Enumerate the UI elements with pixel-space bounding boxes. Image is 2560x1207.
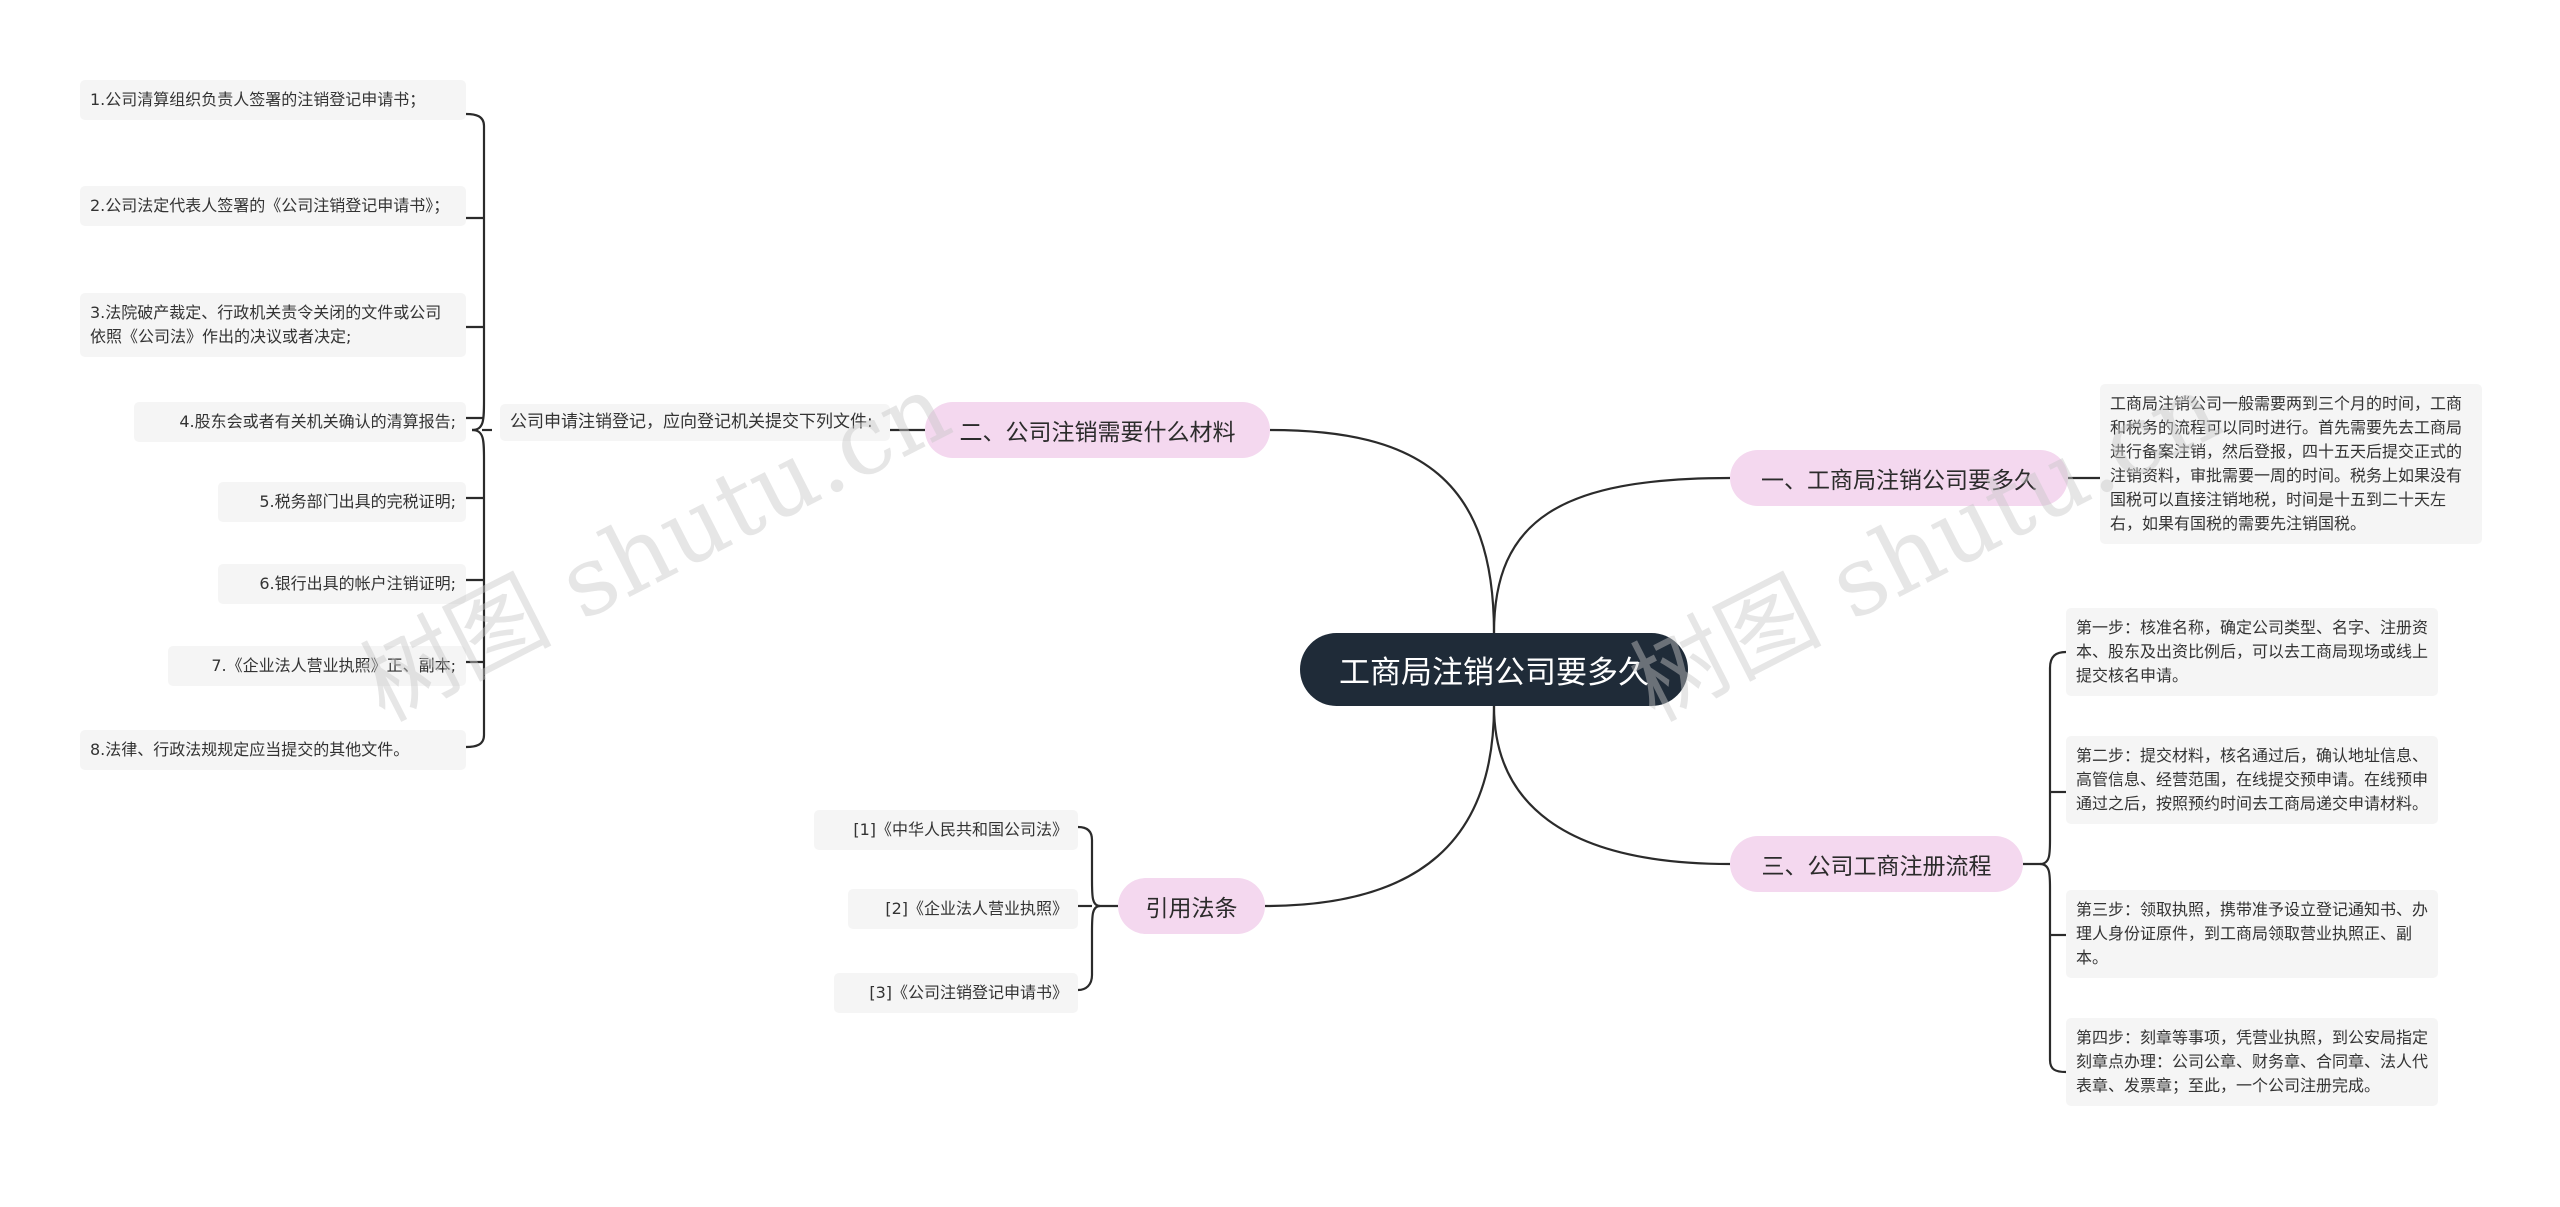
b3-step-2[interactable]: 第二步：提交材料，核名通过后，确认地址信息、高管信息、经营范围，在线提交预申请。… [2066,736,2438,824]
branch-node-b4[interactable]: 引用法条 [1118,878,1265,934]
b4-citation-1[interactable]: [1]《中华人民共和国公司法》 [814,810,1078,850]
b2-item-5[interactable]: 5.税务部门出具的完税证明; [218,482,466,522]
b2-item-4[interactable]: 4.股东会或者有关机关确认的清算报告; [134,402,466,442]
b2-item-8[interactable]: 8.法律、行政法规规定应当提交的其他文件。 [80,730,466,770]
b4-citation-3[interactable]: [3]《公司注销登记申请书》 [834,973,1078,1013]
branch-node-b2[interactable]: 二、公司注销需要什么材料 [925,402,1270,458]
b2-item-1[interactable]: 1.公司清算组织负责人签署的注销登记申请书； [80,80,466,120]
b2-item-7[interactable]: 7.《企业法人营业执照》正、副本; [168,646,466,686]
branch-node-b3[interactable]: 三、公司工商注册流程 [1730,836,2023,892]
b1-detail-text[interactable]: 工商局注销公司一般需要两到三个月的时间，工商和税务的流程可以同时进行。首先需要先… [2100,384,2482,544]
branch-node-b1[interactable]: 一、工商局注销公司要多久 [1730,450,2068,506]
b4-citation-2[interactable]: [2]《企业法人营业执照》 [848,889,1078,929]
b4-bracket-top [1077,825,1101,908]
root-node[interactable]: 工商局注销公司要多久 [1300,633,1688,706]
b2-intro-text[interactable]: 公司申请注销登记，应向登记机关提交下列文件: [500,404,890,441]
b2-item-2[interactable]: 2.公司法定代表人签署的《公司注销登记申请书》； [80,186,466,226]
link-root-b2 [1269,428,1496,634]
b3-step-4[interactable]: 第四步：刻章等事项，凭营业执照，到公安局指定刻章点办理：公司公章、财务章、合同章… [2066,1018,2438,1106]
b3-bracket-top [2039,650,2067,866]
b3-bracket-bottom [2039,862,2067,1074]
link-root-b3 [1492,705,1731,866]
b4-bracket-bottom [1077,904,1101,992]
b3-step-3[interactable]: 第三步：领取执照，携带准予设立登记通知书、办理人身份证原件，到工商局领取营业执照… [2066,890,2438,978]
b2-bracket-top [465,112,486,432]
b2-item-6[interactable]: 6.银行出具的帐户注销证明; [218,564,466,604]
b3-step-1[interactable]: 第一步：核准名称，确定公司类型、名字、注册资本、股东及出资比例后，可以去工商局现… [2066,608,2438,696]
link-root-b1 [1492,476,1731,634]
b2-bracket-bottom [465,428,486,749]
link-root-b4 [1264,705,1496,908]
b2-item-3[interactable]: 3.法院破产裁定、行政机关责令关闭的文件或公司依照《公司法》作出的决议或者决定; [80,293,466,357]
